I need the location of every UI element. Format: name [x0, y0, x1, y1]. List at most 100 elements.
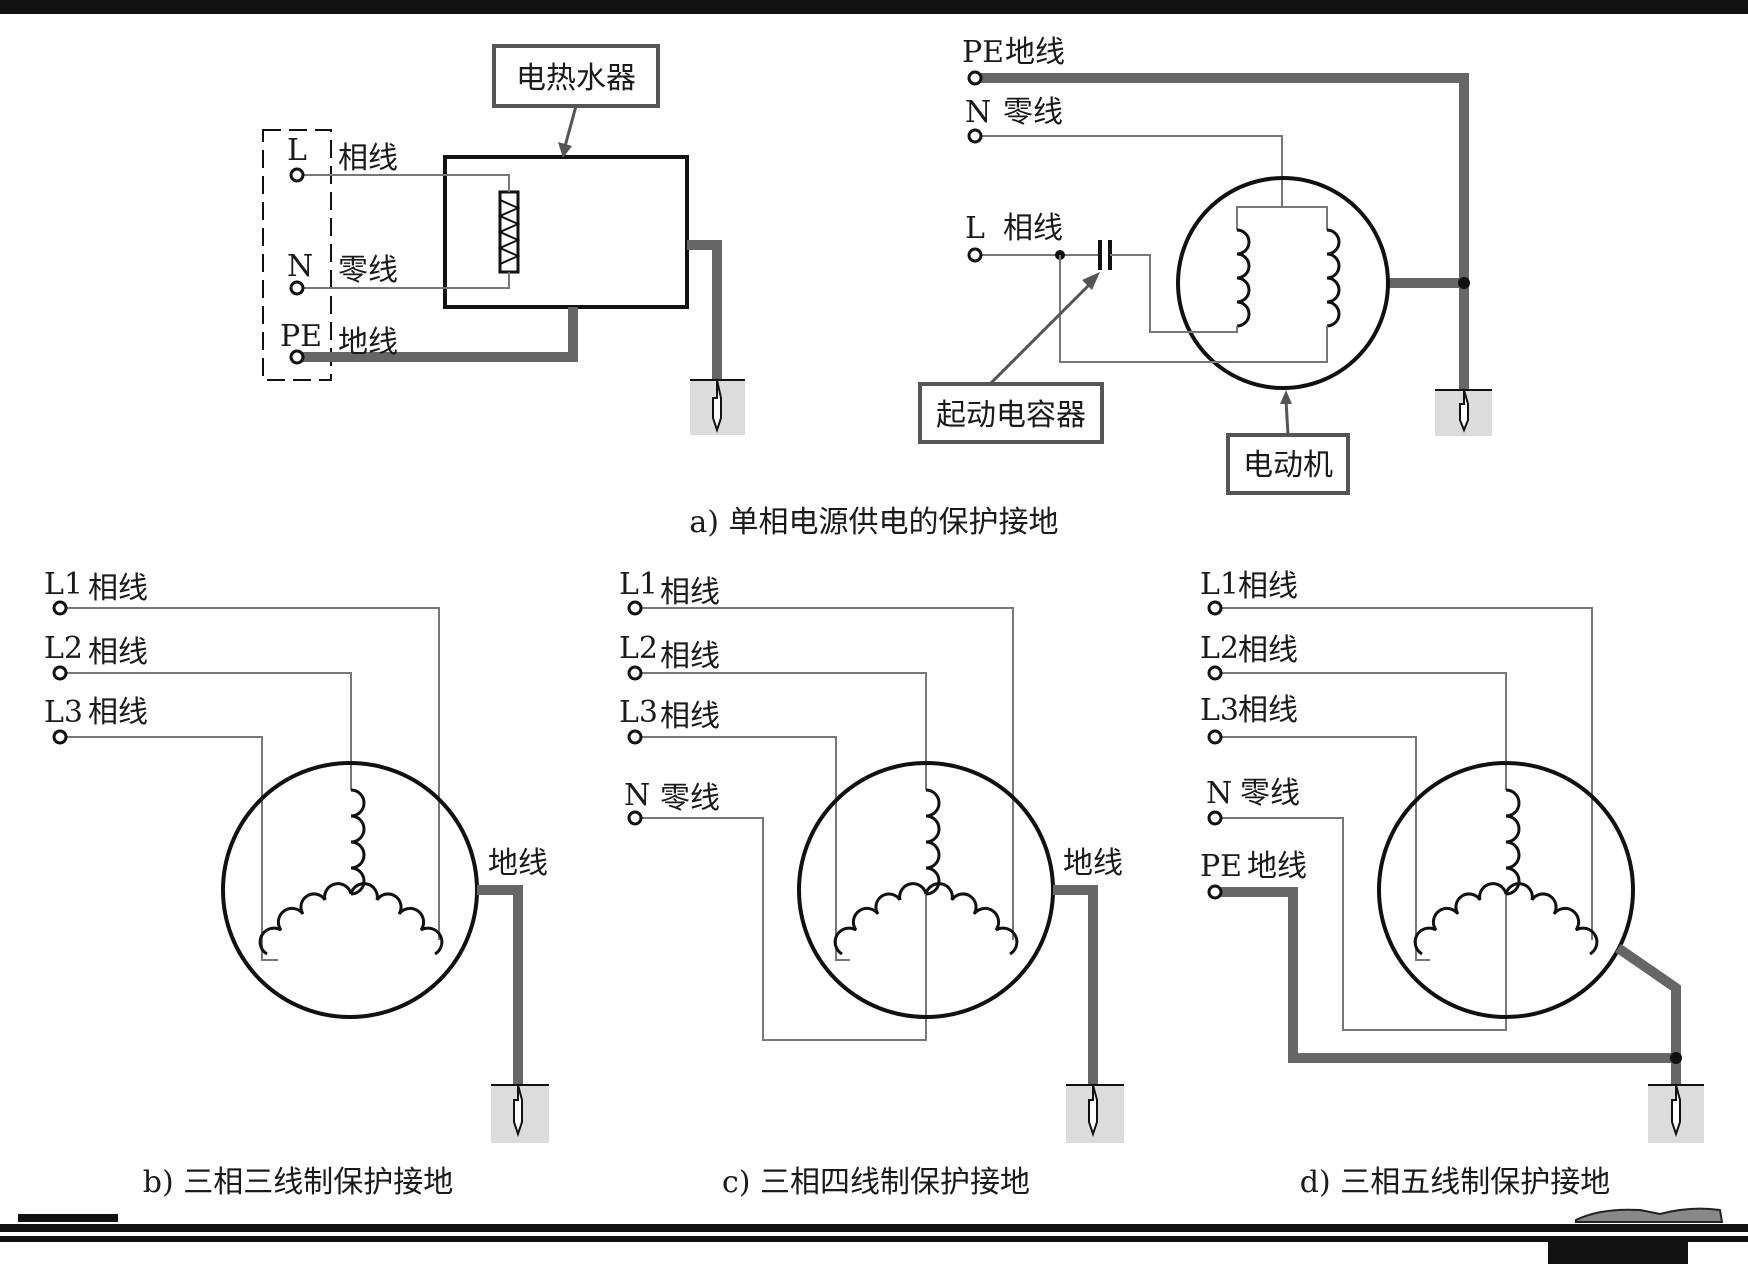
heater-ground-wire [687, 240, 722, 380]
d-l2-code: L2 [1200, 631, 1239, 666]
heater-pe-terminal [289, 349, 305, 365]
d-l2-terminal [1207, 665, 1223, 681]
heater-l-name: 相线 [338, 141, 398, 176]
heater-pe-wire [297, 307, 578, 362]
c-winding-top [925, 788, 941, 896]
b-l3-terminal [52, 729, 68, 745]
c-l1-name: 相线 [660, 575, 720, 610]
heater-n-wire [297, 272, 510, 289]
b-l1-code: L1 [44, 567, 83, 602]
capacitor-to-coil [1110, 254, 1238, 333]
panel-a-heater: 电热水器 L 相线 N 零线 PE 地线 [262, 44, 745, 435]
d-n-terminal [1207, 810, 1223, 826]
bottom-border-bar [0, 1224, 1748, 1232]
c-l2-wire [635, 672, 927, 790]
motor-n-code: N [965, 95, 991, 130]
d-winding-right [1504, 882, 1599, 956]
motor-pe-code: PE [962, 35, 1004, 70]
c-n-name: 零线 [660, 781, 720, 816]
heater-title-box [492, 44, 660, 108]
d-pe-terminal [1207, 884, 1223, 900]
d-n-name: 零线 [1240, 776, 1300, 811]
motor-pe-terminal [967, 70, 983, 86]
panel-a-motor: 起动电容器 电动机 PE 地线 N 零线 L 相线 [918, 35, 1492, 495]
motor-l-terminal [967, 247, 983, 263]
d-l1-terminal [1207, 600, 1223, 616]
b-l3-wire [60, 736, 278, 961]
heater-l-wire [297, 174, 510, 192]
c-l2-code: L2 [619, 631, 658, 666]
heater-n-terminal [289, 280, 305, 296]
bottom-right-ornament [1575, 1207, 1724, 1223]
motor-label: 电动机 [1243, 448, 1333, 483]
top-border-bar [0, 0, 1748, 14]
b-l2-name: 相线 [88, 635, 148, 670]
c-winding-left [833, 882, 928, 956]
b-l3-name: 相线 [88, 695, 148, 730]
terminal-block [262, 129, 332, 381]
c-l3-wire [635, 736, 850, 961]
motor-circle [1176, 176, 1390, 390]
d-pe-code: PE [1200, 849, 1242, 884]
motor-n-wire [975, 135, 1283, 207]
caption-c: c) 三相四线制保护接地 [722, 1165, 1030, 1200]
heating-element-zigzag [497, 199, 521, 265]
motor-n-name: 零线 [1003, 95, 1063, 130]
bottom-right-block [1548, 1242, 1688, 1264]
b-l1-name: 相线 [88, 571, 148, 606]
d-l1-code: L1 [1200, 567, 1239, 602]
motor-pe-name: 地线 [1005, 35, 1065, 70]
c-n-code: N [624, 778, 650, 813]
d-l3-name: 相线 [1238, 693, 1298, 728]
bottom-left-mark [18, 1214, 118, 1222]
d-pe-wire [1215, 887, 1676, 1063]
motor-l-code: L [965, 211, 985, 246]
c-l3-name: 相线 [660, 699, 720, 734]
b-ground-wire [477, 885, 523, 1085]
caption-d: d) 三相五线制保护接地 [1300, 1165, 1610, 1200]
bottom-border-bar-2 [0, 1236, 1748, 1242]
caption-b: b) 三相三线制保护接地 [143, 1165, 453, 1200]
b-l2-wire [60, 672, 352, 790]
motor-n-terminal [967, 128, 983, 144]
motor-coil-main [1236, 228, 1251, 328]
b-l2-terminal [52, 665, 68, 681]
d-l1-name: 相线 [1238, 569, 1298, 604]
d-n-wire [1215, 817, 1507, 1031]
b-l2-code: L2 [44, 631, 83, 666]
d-winding-left [1413, 882, 1508, 956]
motor-coil-common [1236, 206, 1328, 230]
b-winding-right [349, 882, 444, 956]
d-l3-wire [1215, 736, 1430, 961]
heater-pe-code: PE [280, 319, 322, 354]
b-l1-wire [60, 607, 440, 940]
c-l3-terminal [627, 729, 643, 745]
c-l1-code: L1 [619, 567, 658, 602]
d-ground-wire [1615, 943, 1681, 1085]
d-l3-code: L3 [1200, 693, 1239, 728]
c-l2-name: 相线 [660, 639, 720, 674]
d-l1-wire [1215, 607, 1593, 940]
b-ground-name: 地线 [488, 846, 548, 881]
c-ground-wire [1053, 885, 1098, 1085]
c-winding-right [924, 882, 1019, 956]
motor-coil-aux [1326, 228, 1341, 328]
c-n-terminal [627, 810, 643, 826]
b-l1-terminal [52, 600, 68, 616]
d-motor-circle [1377, 761, 1635, 1019]
capacitor-label: 起动电容器 [936, 398, 1086, 433]
panel-b: L1 相线 L2 相线 L3 相线 地线 [44, 567, 549, 1143]
d-l2-wire [1215, 672, 1507, 790]
panel-c: L1 相线 L2 相线 L3 相线 N 零线 地线 [619, 567, 1124, 1143]
c-l1-wire [635, 607, 1014, 940]
heater-title: 电热水器 [516, 61, 636, 96]
heater-l-terminal [289, 167, 305, 183]
d-l2-name: 相线 [1238, 633, 1298, 668]
c-n-wire [635, 817, 927, 1041]
c-l3-code: L3 [619, 695, 658, 730]
caption-a: a) 单相电源供电的保护接地 [689, 505, 1058, 540]
motor-l-name: 相线 [1003, 211, 1063, 246]
heater-n-name: 零线 [338, 253, 398, 288]
